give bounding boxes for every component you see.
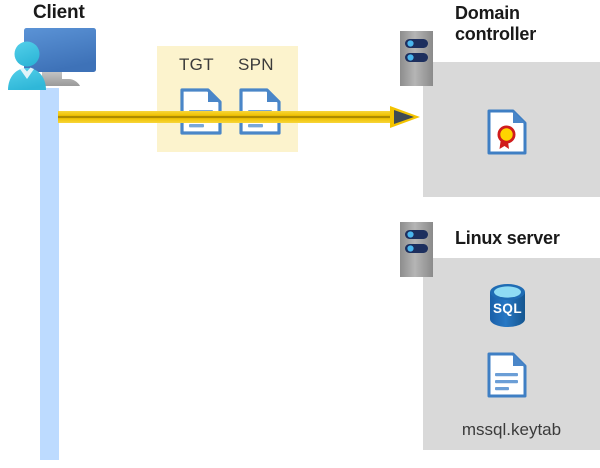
client-user-computer-icon (6, 26, 98, 92)
keytab-document-icon (487, 352, 527, 403)
client-title: Client (33, 2, 85, 23)
domain-controller-server-icon (400, 31, 433, 86)
arrow-right-icon (58, 104, 423, 130)
certificate-document-icon (487, 109, 527, 160)
client-lifeline (40, 88, 59, 460)
linux-server-title: Linux server (455, 228, 560, 248)
domain-controller-title: Domain controller (455, 3, 537, 45)
tgt-label: TGT (179, 55, 214, 74)
linux-server-icon (400, 222, 433, 277)
svg-text:SQL: SQL (493, 301, 522, 316)
keytab-file-label: mssql.keytab (461, 420, 562, 439)
sql-database-icon: SQL (487, 283, 528, 333)
spn-label: SPN (238, 55, 274, 74)
